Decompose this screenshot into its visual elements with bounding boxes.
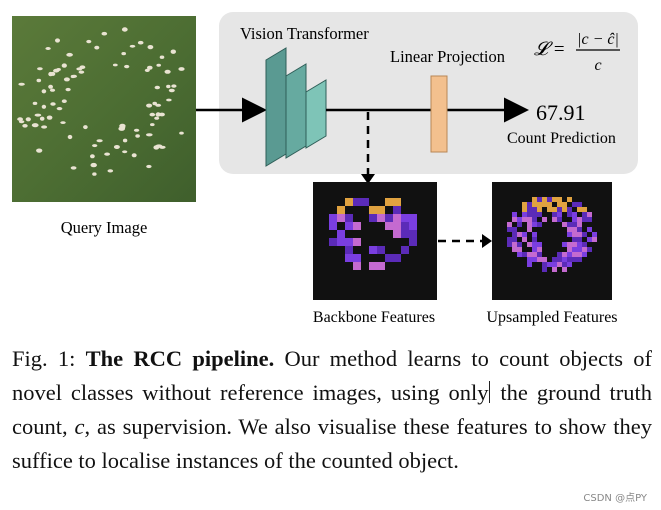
backbone-features-heatmap xyxy=(313,182,437,300)
caption-variable: c xyxy=(74,414,85,439)
text-cursor xyxy=(488,381,490,403)
caption-text-1: Our method learns to count objects of no… xyxy=(12,346,652,405)
linear-projection-block xyxy=(430,75,448,153)
caption-text-3: , as supervision. We also visualise thes… xyxy=(12,414,652,473)
query-image-label: Query Image xyxy=(61,218,148,237)
loss-formula: 𝓛 = |c − ĉ| c xyxy=(534,31,620,74)
figure-number: Fig. 1: xyxy=(12,346,76,371)
loss-numerator: |c − ĉ| xyxy=(577,31,619,48)
linear-projection-label: Linear Projection xyxy=(390,47,505,66)
loss-lhs: 𝓛 = xyxy=(534,39,565,60)
figure-caption: Fig. 1: The RCC pipeline. Our method lea… xyxy=(12,342,652,478)
caption-text-2: the ground truth count, xyxy=(12,380,652,439)
prediction-label: Count Prediction xyxy=(507,130,616,147)
vision-transformer-blocks xyxy=(265,47,327,167)
backbone-features-label: Backbone Features xyxy=(313,309,435,326)
vision-transformer-label: Vision Transformer xyxy=(240,24,369,43)
upsampled-features-heatmap xyxy=(492,182,612,300)
upsampled-features-label: Upsampled Features xyxy=(486,309,617,326)
caption-title: The RCC pipeline. xyxy=(85,346,275,371)
query-image xyxy=(12,16,196,202)
rcc-pipeline-figure: Query Image Vision Transformer Linear Pr… xyxy=(12,12,638,326)
loss-denominator: c xyxy=(594,57,601,74)
watermark: CSDN @点PY xyxy=(583,493,647,504)
prediction-value: 67.91 xyxy=(536,100,586,125)
sheep-dots xyxy=(17,27,185,176)
